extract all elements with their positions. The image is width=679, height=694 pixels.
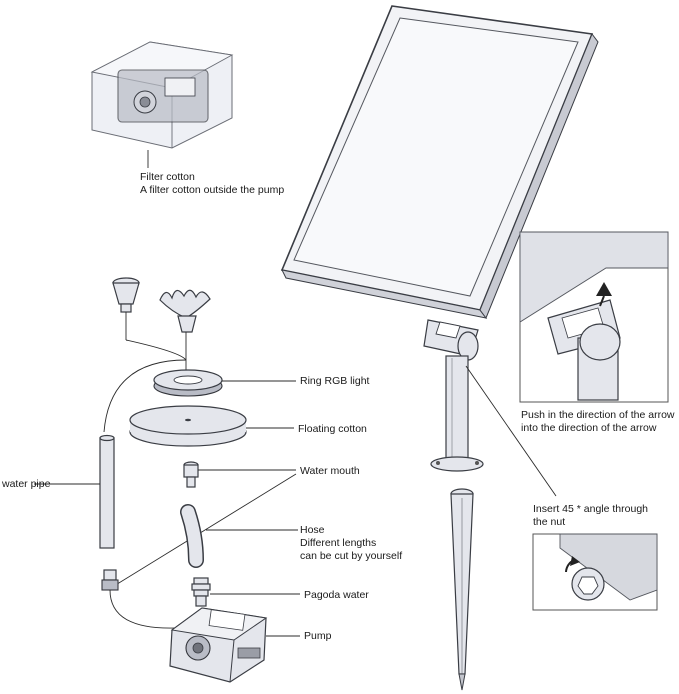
stand-pole [430,355,484,472]
pagoda-water-label: Pagoda water [304,589,369,601]
hose-label: Hose [300,524,325,536]
water-mouth-label: Water mouth [300,465,360,477]
push-direction-inset [519,231,669,403]
nozzle-flower [159,289,211,333]
pagoda-water-fitting [191,577,211,607]
hose-note-line3: can be cut by yourself [300,550,402,562]
insert-angle-inset [532,533,658,611]
insert-instruction-line2: the nut [533,516,565,528]
insert-instruction-line1: Insert 45 * angle through [533,503,648,515]
hose [180,504,204,568]
solar-panel [280,5,599,320]
floating-cotton [129,405,247,447]
pump [169,607,268,683]
push-instruction-line2: into the direction of the arrow [521,422,657,434]
filter-cotton-illustration [90,41,234,149]
filter-cotton-description: A filter cotton outside the pump [140,184,284,196]
ring-rgb-light [153,369,223,397]
floating-cotton-label: Floating cotton [298,423,367,435]
filter-cotton-title: Filter cotton [140,171,195,183]
hose-note-line2: Different lengths [300,537,376,549]
pump-label: Pump [304,630,332,642]
push-instruction-line1: Push in the direction of the arrow [521,409,675,421]
ring-rgb-light-label: Ring RGB light [300,375,370,387]
ground-stake [450,488,474,691]
water-pipe [99,434,115,549]
water-pipe-label: water pipe [1,478,51,490]
nozzle-small [112,277,140,313]
water-mouth [183,461,199,488]
panel-mount-bracket [423,319,479,361]
connector-lower [101,569,119,591]
